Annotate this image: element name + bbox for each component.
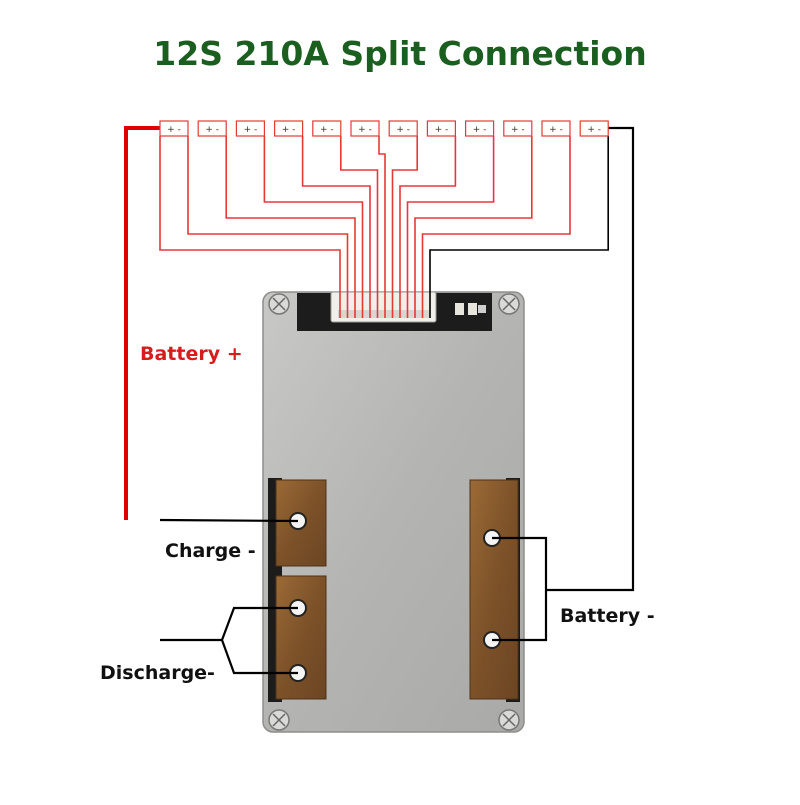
copper-pad-battery (469, 479, 519, 700)
cell-terminal-box (274, 120, 304, 137)
cell-terminal-polarity: + - (396, 125, 410, 135)
balance-wire (399, 136, 457, 318)
negative-wires (159, 126, 635, 675)
cell-terminal-polarity: + - (473, 125, 487, 135)
balance-wire (187, 136, 349, 318)
balance-wire (391, 136, 418, 318)
battery-plus-label: Battery + (140, 343, 243, 365)
cell-terminal-box (197, 120, 227, 137)
balance-wire (421, 136, 571, 318)
cell-terminal-polarity: + - (511, 125, 525, 135)
charge-minus-wire (159, 518, 299, 523)
charge-minus-label: Charge - (165, 540, 256, 562)
balance-wire (301, 136, 371, 318)
balance-wire (378, 136, 386, 318)
cell-terminal-box (235, 120, 265, 137)
cell-terminal-polarity: + - (587, 125, 601, 135)
cell-terminal-polarity: + - (320, 125, 334, 135)
battery-minus-label: Battery - (560, 605, 655, 627)
cell-terminal-box (579, 120, 609, 137)
cell-terminal-polarity: + - (282, 125, 296, 135)
balance-wires (159, 136, 609, 318)
battery-minus-wire (492, 126, 635, 642)
cell-terminals: + - + - + - + - + - + - + - + - + - + - + - + - (159, 120, 609, 137)
cell-terminal-box (541, 120, 571, 137)
discharge-minus-label: Discharge- (100, 662, 215, 684)
discharge-minus-wire (160, 606, 298, 675)
cell-terminal-polarity: + - (244, 125, 258, 135)
bms-board (262, 291, 525, 733)
cell-terminal-box (503, 120, 533, 137)
cell-terminal-polarity: + - (358, 125, 372, 135)
cell-terminal-box (465, 120, 495, 137)
balance-wire (340, 136, 379, 318)
smd-component (478, 305, 486, 313)
cell-terminal-box (312, 120, 342, 137)
balance-wire (414, 136, 533, 318)
cell-terminal-polarity: + - (435, 125, 449, 135)
cell-terminal-box (350, 120, 380, 137)
cell-terminal-polarity: + - (205, 125, 219, 135)
balance-wire (263, 136, 364, 318)
smd-component (455, 303, 464, 315)
connector-pins (338, 310, 430, 318)
cell-terminal-polarity: + - (167, 125, 181, 135)
cell-terminal-box (426, 120, 456, 137)
balance-wire (159, 136, 341, 318)
battery-plus-wire (124, 126, 160, 520)
balance-wire (406, 136, 495, 318)
balance-wire (225, 136, 356, 318)
balance-wire (429, 136, 609, 318)
diagram-title: 12S 210A Split Connection (153, 34, 647, 73)
smd-component (468, 303, 477, 315)
cell-terminal-polarity: + - (549, 125, 563, 135)
cell-terminal-box (159, 120, 189, 137)
cell-terminal-box (388, 120, 418, 137)
